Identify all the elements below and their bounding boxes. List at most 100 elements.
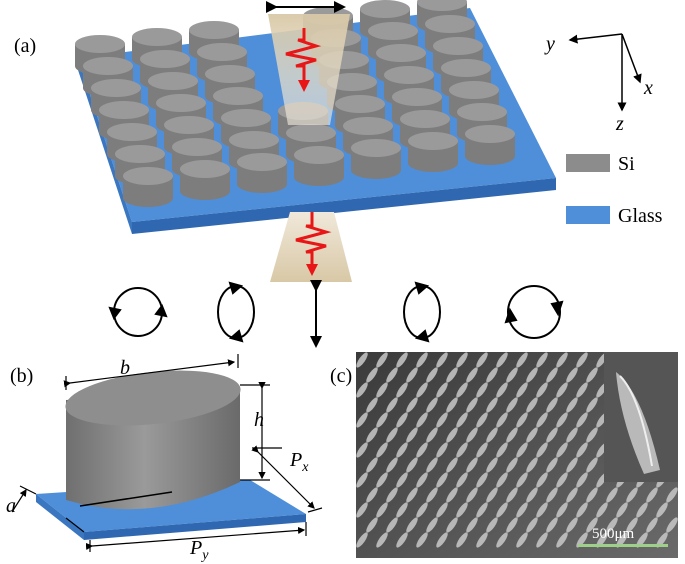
sem-pillar <box>436 532 448 548</box>
sem-pillar <box>516 352 528 368</box>
sem-pillar <box>606 517 618 533</box>
sem-pillar <box>466 517 478 533</box>
sem-pillar <box>646 517 658 533</box>
dim-px-base: P <box>289 449 302 471</box>
sem-pillar <box>486 457 498 473</box>
sem-pillar <box>586 397 598 413</box>
sem-pillar <box>456 532 468 548</box>
sem-pillar <box>526 487 538 503</box>
sem-pillar <box>356 382 368 398</box>
sem-pillar <box>516 502 528 518</box>
sem-pillar <box>526 397 538 413</box>
sem-pillar <box>626 517 638 533</box>
sem-pillar <box>586 427 598 443</box>
sem-pillar <box>546 457 558 473</box>
sem-pillar <box>406 367 418 383</box>
sem-pillar <box>526 427 538 443</box>
sem-pillar <box>386 397 398 413</box>
sem-pillar <box>566 457 578 473</box>
sem-pillar <box>576 412 588 428</box>
sem-pillar <box>356 352 368 368</box>
sem-pillar <box>466 487 478 503</box>
sem-pillar <box>566 427 578 443</box>
panel-c-label: (c) <box>330 365 352 387</box>
sem-pillar <box>356 472 368 488</box>
sem-pillar <box>536 352 548 368</box>
sem-pillar <box>396 352 408 368</box>
sem-pillar <box>366 457 378 473</box>
sem-pillar <box>656 502 668 518</box>
sem-pillar <box>396 472 408 488</box>
sem-pillar <box>586 517 598 533</box>
dimension-lines <box>11 354 323 552</box>
dim-px-label: Px <box>289 449 309 475</box>
sem-pillar <box>506 427 518 443</box>
sem-pillar <box>556 382 568 398</box>
sem-pillar <box>536 532 548 548</box>
panel-b-label: (b) <box>10 365 33 387</box>
sem-pillar <box>396 502 408 518</box>
sem-pillar <box>576 472 588 488</box>
sem-pillar <box>516 442 528 458</box>
sem-pillar <box>476 502 488 518</box>
sem-pillar <box>566 517 578 533</box>
sem-pillar <box>406 427 418 443</box>
sem-pillar <box>416 412 428 428</box>
sem-pillar <box>426 367 438 383</box>
sem-pillar <box>476 472 488 488</box>
unit-cell <box>36 370 306 540</box>
sem-image: 500μm <box>356 352 678 558</box>
sem-pillar <box>366 487 378 503</box>
sem-pillar <box>646 487 658 503</box>
sem-pillar <box>366 427 378 443</box>
sem-pillar <box>636 502 648 518</box>
sem-pillar <box>486 487 498 503</box>
sem-pillar <box>466 397 478 413</box>
transmitted-beam <box>270 212 352 282</box>
sem-pillar <box>376 472 388 488</box>
sem-pillar <box>506 517 518 533</box>
sem-pillar <box>366 517 378 533</box>
sem-pillar <box>546 517 558 533</box>
polarization-states <box>108 280 564 348</box>
sem-pillar <box>486 427 498 443</box>
sem-pillar <box>356 442 368 458</box>
sem-pillar <box>386 367 398 383</box>
sem-pillar <box>396 412 408 428</box>
sem-pillar <box>386 487 398 503</box>
sem-pillar <box>376 412 388 428</box>
sem-pillar <box>556 442 568 458</box>
sem-pillar <box>576 442 588 458</box>
sem-pillar <box>356 412 368 428</box>
sem-pillar <box>586 367 598 383</box>
pillar-array <box>75 0 515 207</box>
sem-pillar <box>536 502 548 518</box>
dim-b-label: b <box>120 357 130 379</box>
sem-pillar <box>556 472 568 488</box>
sem-pillar <box>546 487 558 503</box>
sem-pillar <box>516 532 528 548</box>
sem-pillar <box>526 457 538 473</box>
sem-pillar <box>506 487 518 503</box>
pillar <box>408 132 458 172</box>
sem-pillar <box>516 472 528 488</box>
sem-pillar <box>576 532 588 548</box>
sem-pillar <box>536 412 548 428</box>
sem-pillar <box>506 397 518 413</box>
elliptical-polarization-left-icon <box>217 281 255 343</box>
sem-pillar <box>466 427 478 443</box>
sem-pillar <box>406 397 418 413</box>
sem-pillar <box>356 502 368 518</box>
sem-pillar <box>576 382 588 398</box>
sem-pillar <box>466 367 478 383</box>
sem-pillar <box>426 427 438 443</box>
wave-icon-top <box>285 28 322 92</box>
sem-pillar <box>486 397 498 413</box>
sem-pillar <box>406 517 418 533</box>
sem-pillar <box>416 472 428 488</box>
sem-pillar <box>586 487 598 503</box>
sem-pillar <box>566 487 578 503</box>
sem-pillar <box>456 352 468 368</box>
axis-x-label: x <box>643 77 653 99</box>
sem-pillar <box>596 532 608 548</box>
